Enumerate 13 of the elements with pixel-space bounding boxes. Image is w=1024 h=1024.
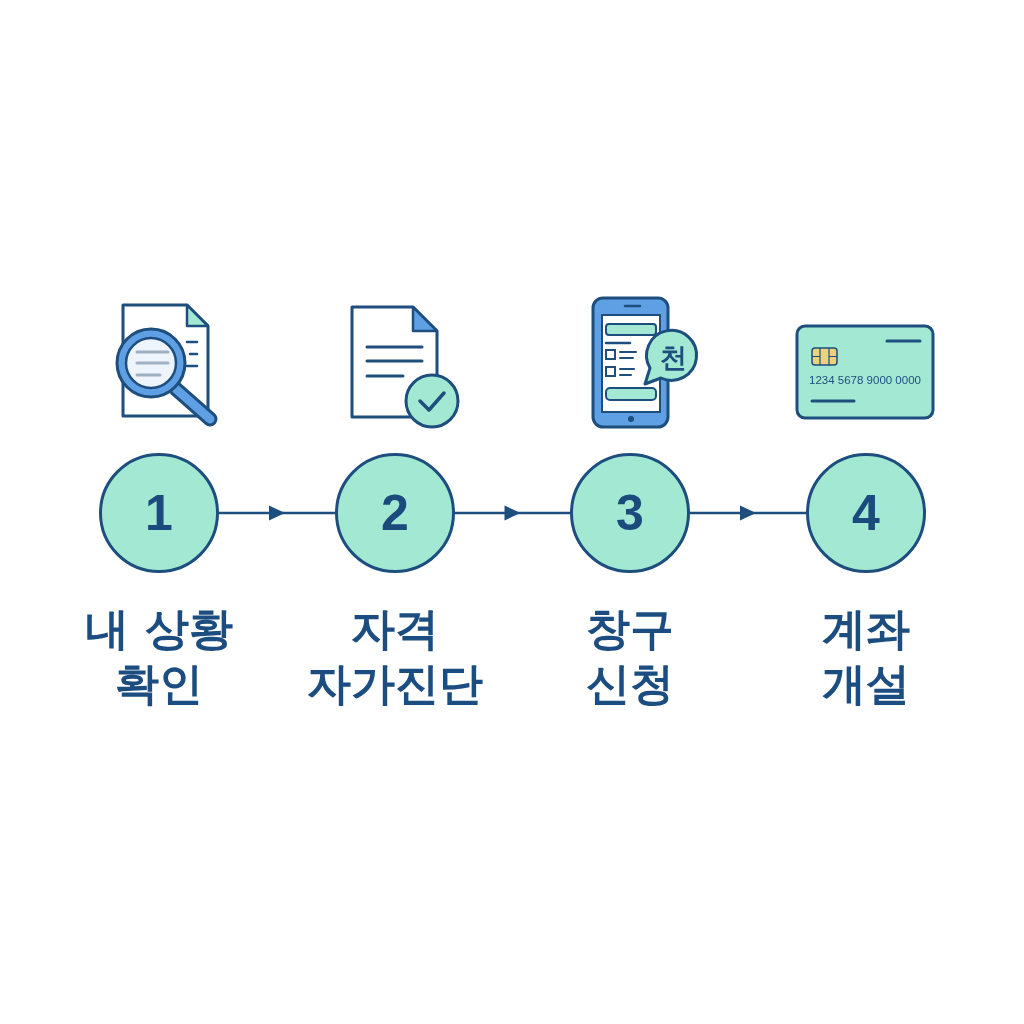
arrow [455,505,570,521]
step-label: 내 상황 확인 [84,602,234,711]
step-number: 2 [381,488,409,538]
arrow [219,505,335,521]
step-label: 계좌 개설 [821,602,911,711]
speech-bubble-text: 천 [659,343,687,371]
step-label: 창구 신청 [585,602,675,711]
step-number: 3 [616,488,644,538]
card-number: 1234 5678 9000 0000 [809,375,921,387]
step-number: 4 [852,488,880,538]
step-number: 1 [145,488,173,538]
arrow [690,505,806,521]
step-label: 자격 자가진단 [306,602,484,711]
